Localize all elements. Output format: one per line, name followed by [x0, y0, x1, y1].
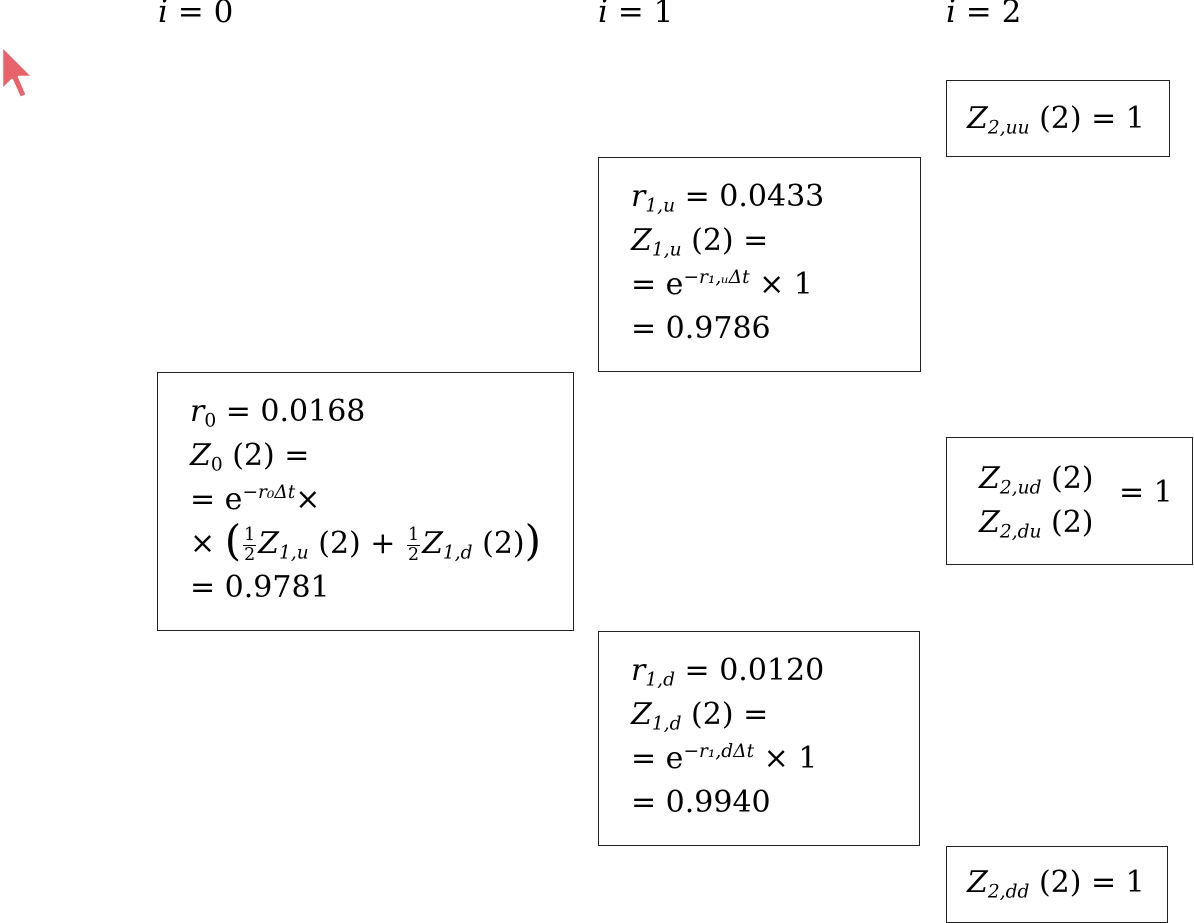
node-1d-discount-line: = e−r₁,dΔt × 1: [631, 740, 818, 776]
node-0-z-line: Z0 (2) =: [190, 438, 310, 476]
node-1u-result: = 0.9786: [631, 311, 771, 346]
node-2dd-z-line: Z2,dd (2) = 1: [967, 865, 1145, 903]
node-2ud-z-line: Z2,ud (2): [979, 461, 1094, 499]
node-2uu-box: Z2,uu (2) = 1: [946, 80, 1170, 157]
node-1d-z-line: Z1,d (2) =: [631, 697, 769, 735]
node-2dd-box: Z2,dd (2) = 1: [946, 846, 1168, 923]
node-1u-box: r1,u = 0.0433 Z1,u (2) = = e−r₁,ᵤΔt × 1 …: [598, 157, 921, 372]
node-2ud-du-box: Z2,ud (2) Z2,du (2) = 1: [946, 437, 1193, 565]
header-i0: i = 0: [158, 0, 234, 30]
node-2uu-z-line: Z2,uu (2) = 1: [967, 101, 1145, 139]
node-1u-r-line: r1,u = 0.0433: [631, 179, 825, 217]
node-0-r-line: r0 = 0.0168: [190, 394, 366, 432]
node-2ud-du-equals: = 1: [1119, 475, 1173, 510]
node-1u-discount-line: = e−r₁,ᵤΔt × 1: [631, 266, 813, 302]
node-0-discount-line: = e−r₀Δt×: [190, 481, 321, 517]
node-0-result: = 0.9781: [190, 570, 330, 605]
header-i1: i = 1: [598, 0, 674, 30]
node-1d-result: = 0.9940: [631, 785, 771, 820]
node-1d-box: r1,d = 0.0120 Z1,d (2) = = e−r₁,dΔt × 1 …: [598, 631, 920, 846]
node-1u-z-line: Z1,u (2) =: [631, 223, 769, 261]
node-2du-z-line: Z2,du (2): [979, 505, 1094, 543]
mouse-pointer-icon: [0, 44, 35, 100]
node-1d-r-line: r1,d = 0.0120: [631, 653, 825, 691]
header-i2: i = 2: [946, 0, 1022, 30]
